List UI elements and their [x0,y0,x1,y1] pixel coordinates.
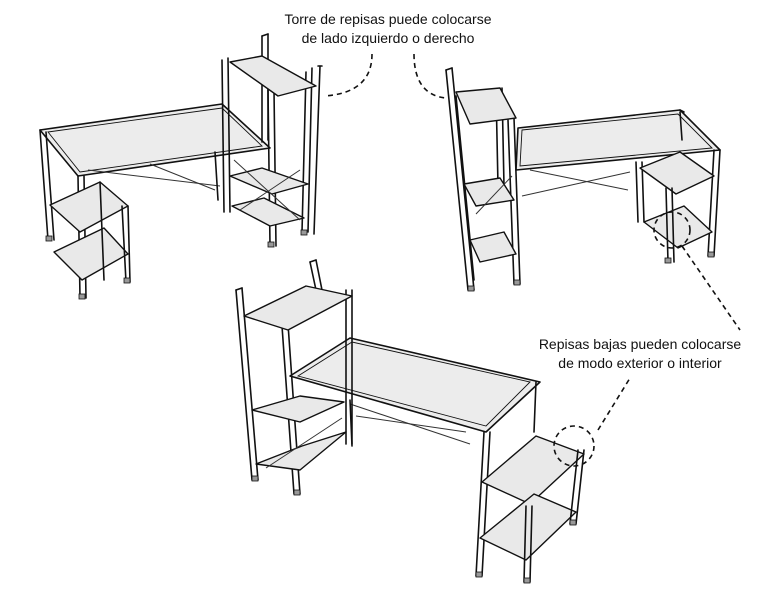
desk-variant-tower-right [39,33,323,300]
low-shelf-upper [639,151,715,195]
desk-variant-shelves-outside [235,259,595,584]
callout-tower-line2: de lado izquierdo o derecho [301,30,475,46]
callout-shelves-line1: Repisas bajas pueden colocarse [538,336,742,352]
tower-shelf-top [229,55,317,97]
desk-variant-tower-left [445,67,721,292]
callout-tower-position: Torre de repisas puede colocarse de lado… [238,10,538,48]
tower-shelf-low [231,197,305,227]
low-shelf-lower [53,227,129,281]
tower-shelf-low [255,431,347,471]
tower-shelf-top [243,285,353,331]
callout-circle-shelves-bottom [553,425,595,467]
tower-shelf-mid [463,177,515,207]
tower-shelf-low [469,231,517,263]
tower-shelf-mid [251,395,345,423]
desk-top [39,103,271,177]
callout-shelf-position: Repisas bajas pueden colocarse de modo e… [520,335,760,373]
leader-line-shelves-bottom [597,377,631,431]
leader-line-tower-right [413,53,447,99]
low-shelf-upper [481,435,585,505]
callout-circle-shelves-top [653,211,691,249]
leader-line-shelves-top [681,245,741,331]
callout-shelves-line2: de modo exterior o interior [558,355,722,371]
tower-shelf-top [455,87,517,125]
low-shelf-lower [479,493,577,561]
desk-top [289,337,541,433]
leader-line-tower-left [323,53,373,97]
callout-tower-line1: Torre de repisas puede colocarse [284,11,492,27]
low-shelf-upper [49,181,129,233]
